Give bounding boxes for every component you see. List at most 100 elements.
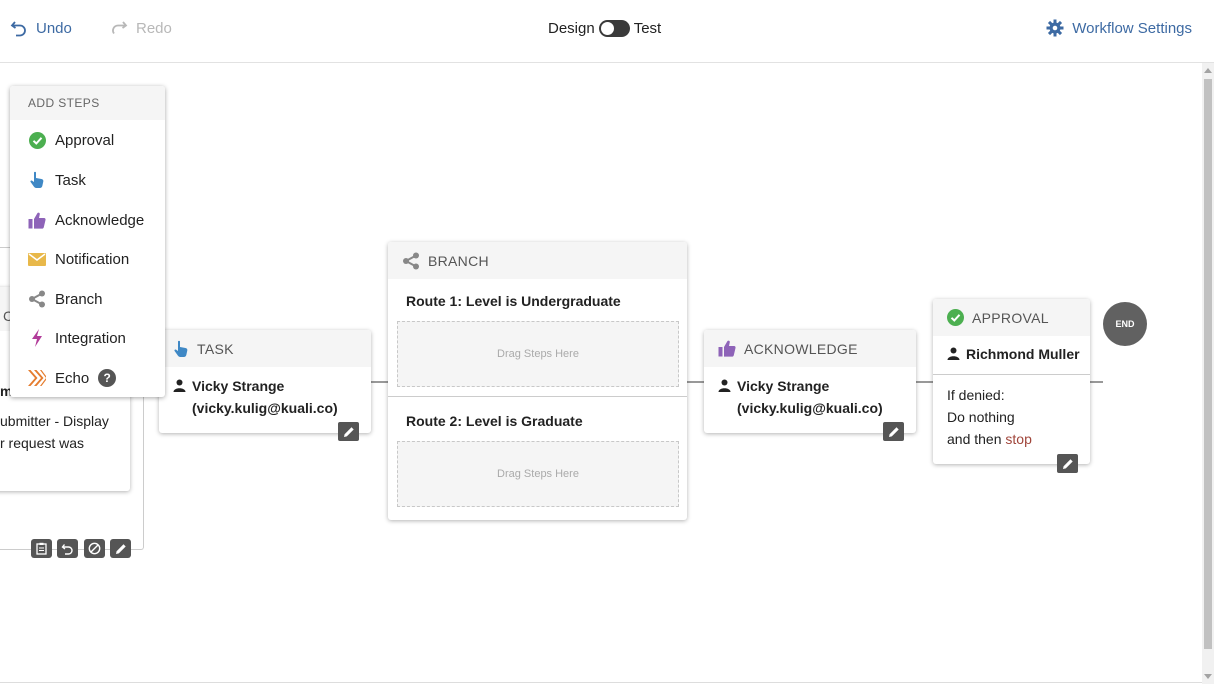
echo-icon — [28, 370, 46, 386]
acknowledge-edit-button[interactable] — [883, 422, 904, 441]
workflow-canvas[interactable]: C m ubmitter - Display r request was TAS… — [0, 63, 1202, 684]
then-prefix: and then — [947, 431, 1002, 447]
add-step-acknowledge[interactable]: Acknowledge — [28, 209, 144, 231]
add-step-notification[interactable]: Notification — [28, 248, 129, 270]
acknowledge-card-title: ACKNOWLEDGE — [744, 340, 858, 357]
pencil-icon — [1062, 458, 1073, 469]
then-line: and then stop — [947, 428, 1032, 450]
left-card-text-2: r request was — [0, 435, 85, 451]
check-circle-icon — [947, 309, 964, 326]
workflow-settings-label: Workflow Settings — [1072, 19, 1192, 37]
scroll-up-arrow[interactable] — [1204, 68, 1212, 73]
route-2-title: Route 2: Level is Graduate — [406, 413, 583, 429]
scroll-down-arrow[interactable] — [1204, 674, 1212, 679]
add-step-task[interactable]: Task — [28, 169, 86, 191]
undo-button[interactable]: Undo — [10, 16, 72, 40]
person-icon — [947, 347, 960, 360]
add-step-notification-label: Notification — [55, 250, 130, 268]
add-step-approval[interactable]: Approval — [28, 129, 114, 151]
pointer-hand-icon — [174, 340, 188, 357]
ban-icon — [88, 542, 101, 555]
connector-line — [1090, 381, 1103, 383]
thumbs-up-icon — [718, 340, 736, 357]
approval-assignee-name: Richmond Muller — [966, 346, 1080, 362]
redo-label: Redo — [136, 19, 172, 37]
pencil-icon — [115, 543, 126, 554]
denied-label: If denied: — [947, 387, 1005, 403]
clipboard-button[interactable] — [31, 539, 52, 558]
gear-icon — [1046, 19, 1064, 37]
end-node: END — [1103, 302, 1147, 346]
acknowledge-assignee-name: Vicky Strange — [737, 378, 830, 394]
thumbs-up-icon — [28, 212, 46, 229]
help-icon[interactable]: ? — [98, 369, 117, 387]
add-step-acknowledge-label: Acknowledge — [55, 211, 145, 229]
undo-icon — [10, 21, 26, 37]
redo-icon — [112, 21, 128, 35]
bolt-icon — [32, 329, 42, 347]
task-card-header: TASK — [159, 330, 371, 367]
share-icon — [29, 290, 45, 308]
approval-card[interactable]: APPROVAL Richmond Muller If denied: Do n… — [933, 299, 1090, 473]
task-edit-button[interactable] — [338, 422, 359, 441]
left-card-bold: m — [0, 383, 13, 399]
redo-button[interactable]: Redo — [110, 16, 172, 40]
check-circle-icon — [28, 131, 46, 149]
person-icon — [173, 379, 186, 392]
clipboard-icon — [36, 542, 47, 555]
workflow-settings-button[interactable]: Workflow Settings — [1046, 16, 1192, 40]
disable-button[interactable] — [84, 539, 105, 558]
mode-design-label: Design — [548, 19, 595, 37]
add-step-echo[interactable]: Echo ? — [28, 367, 117, 389]
task-assignee-email: (vicky.kulig@kuali.co) — [192, 400, 338, 416]
approval-denied-block: If denied: Do nothing and then stop — [947, 384, 1032, 450]
add-step-task-label: Task — [55, 171, 86, 189]
add-step-integration-label: Integration — [55, 329, 126, 347]
pencil-icon — [888, 426, 899, 437]
approval-divider — [933, 374, 1090, 375]
mode-switch: Design Test — [548, 16, 661, 40]
task-card[interactable]: TASK Vicky Strange(vicky.kulig@kuali.co) — [159, 330, 371, 441]
acknowledge-card[interactable]: ACKNOWLEDGE Vicky Strange (vicky.kulig@ku… — [704, 330, 916, 441]
branch-card[interactable]: BRANCH Route 1: Level is Undergraduate D… — [388, 242, 687, 520]
route-1-dropzone[interactable]: Drag Steps Here — [397, 321, 679, 387]
design-test-toggle[interactable] — [598, 19, 630, 37]
acknowledge-assignee-email: (vicky.kulig@kuali.co) — [737, 400, 883, 416]
then-action: stop — [1005, 431, 1032, 447]
undo-label: Undo — [36, 19, 72, 37]
branch-card-title: BRANCH — [428, 252, 489, 269]
pencil-icon — [343, 426, 354, 437]
add-step-integration[interactable]: Integration — [28, 327, 126, 349]
task-card-title: TASK — [197, 340, 234, 357]
branch-card-header: BRANCH — [388, 242, 687, 279]
left-group-divider — [0, 247, 12, 248]
scrollbar-thumb[interactable] — [1204, 79, 1212, 649]
approval-card-title: APPROVAL — [972, 309, 1049, 326]
denied-action: Do nothing — [947, 409, 1015, 425]
top-toolbar: Undo Redo Design Test Workflow Settings — [0, 0, 1214, 63]
acknowledge-card-assignee: Vicky Strange (vicky.kulig@kuali.co) — [718, 375, 883, 419]
pointer-hand-icon — [30, 171, 44, 188]
connector-line — [916, 381, 933, 383]
approval-card-assignee: Richmond Muller — [947, 343, 1080, 365]
add-steps-menu: ADD STEPS Approval Task Acknowledge Noti… — [10, 86, 165, 397]
edit-button[interactable] — [110, 539, 131, 558]
approval-card-header: APPROVAL — [933, 299, 1090, 336]
mode-test-label: Test — [633, 19, 662, 37]
vertical-scrollbar[interactable] — [1202, 63, 1214, 684]
connector-line — [371, 381, 388, 383]
task-card-assignee: Vicky Strange(vicky.kulig@kuali.co) — [173, 375, 338, 419]
undo-arrow-icon — [61, 543, 73, 555]
add-step-branch[interactable]: Branch — [28, 288, 103, 310]
revert-button[interactable] — [57, 539, 78, 558]
person-icon — [718, 379, 731, 392]
add-steps-header: ADD STEPS — [10, 86, 165, 120]
route-1-title: Route 1: Level is Undergraduate — [406, 293, 621, 309]
connector-line — [687, 381, 704, 383]
approval-edit-button[interactable] — [1057, 454, 1078, 473]
add-step-approval-label: Approval — [55, 131, 115, 149]
route-2-dropzone[interactable]: Drag Steps Here — [397, 441, 679, 507]
left-card-text-1: ubmitter - Display — [0, 413, 109, 429]
bottom-border — [0, 682, 1202, 683]
envelope-icon — [28, 252, 46, 266]
